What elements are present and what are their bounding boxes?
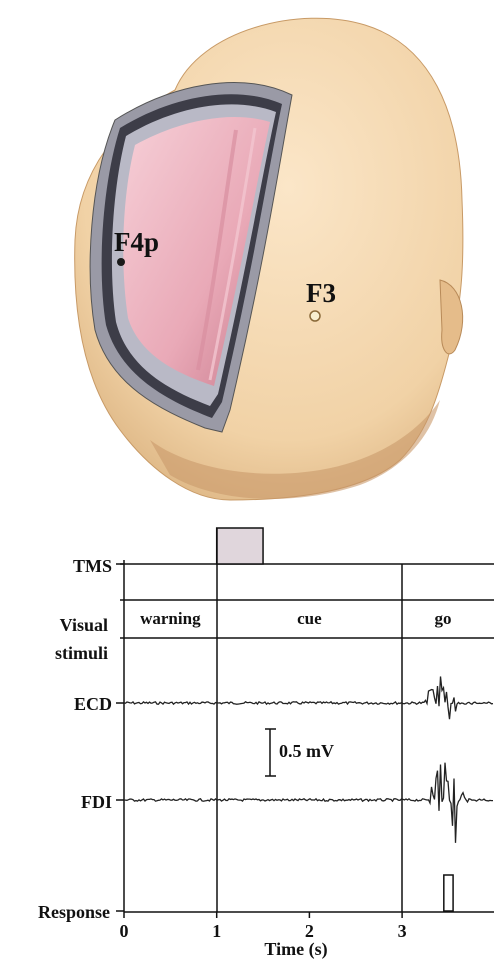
ecd-emg-trace — [124, 677, 493, 720]
row-label-ecd: ECD — [74, 694, 112, 714]
row-label-visual: Visual — [60, 615, 108, 635]
electrode-f4p-label: F4p — [114, 227, 159, 257]
row-label-stimuli: stimuli — [55, 643, 108, 663]
response-pulse — [444, 875, 453, 911]
tms-pulse — [217, 528, 263, 564]
electrode-f3-marker — [310, 311, 320, 321]
timing-diagram: TMS Visual stimuli ECD FDI Response warn… — [38, 528, 494, 959]
x-tick-label: 0 — [120, 921, 129, 941]
fdi-emg-trace — [124, 763, 493, 843]
x-tick-label: 2 — [305, 921, 314, 941]
scale-bar: 0.5 mV — [265, 729, 334, 776]
row-label-fdi: FDI — [81, 792, 112, 812]
phase-label-warning: warning — [140, 609, 201, 628]
electrode-f3-label: F3 — [306, 278, 336, 308]
phase-label-go: go — [435, 609, 452, 628]
row-label-tms: TMS — [73, 556, 112, 576]
x-tick-label: 3 — [398, 921, 407, 941]
row-label-response: Response — [38, 902, 110, 922]
scale-bar-label: 0.5 mV — [279, 741, 334, 761]
phase-labels: warning cue go — [140, 609, 451, 628]
electrode-f4p-marker — [117, 258, 125, 266]
phase-label-cue: cue — [297, 609, 322, 628]
x-axis-label: Time (s) — [264, 939, 327, 959]
x-tick-label: 1 — [212, 921, 221, 941]
x-axis-ticks: 0 1 2 3 — [120, 912, 494, 941]
head-rendering: F4p F3 — [75, 18, 463, 500]
